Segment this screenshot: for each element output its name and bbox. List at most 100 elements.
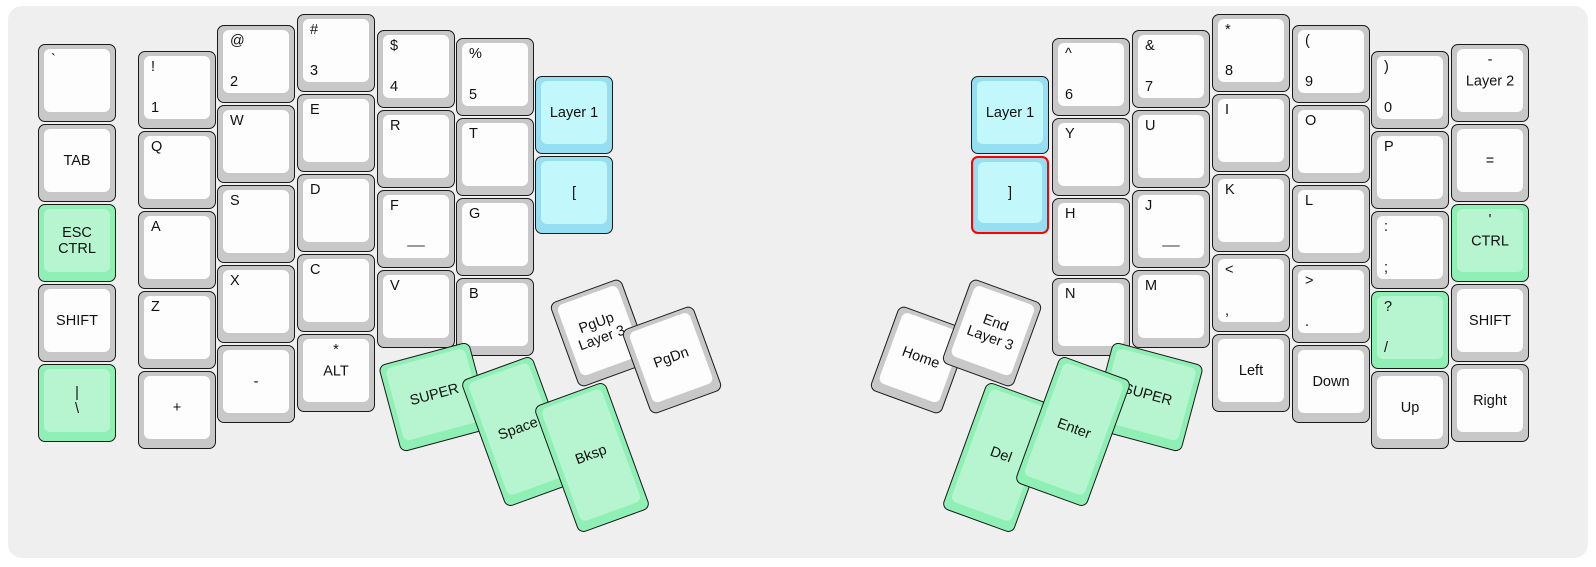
key-legend: W: [230, 113, 244, 129]
key-index-inner-y[interactable]: Y: [1052, 118, 1130, 196]
key-middle-alt[interactable]: *ALT: [297, 334, 375, 412]
key-pinky-outer-shift[interactable]: SHIFT: [1451, 284, 1529, 362]
key-index[interactable]: &7: [1132, 30, 1210, 108]
key-index-inner-g[interactable]: G: [456, 198, 534, 276]
key-pinky-q[interactable]: Q: [138, 131, 216, 209]
key-pinky-outer-esc-ctrl[interactable]: ESC CTRL: [38, 204, 116, 282]
key-ring[interactable]: >.: [1292, 265, 1370, 343]
key-middle[interactable]: #3: [297, 14, 375, 92]
key-thumb-bksp[interactable]: Bksp: [533, 381, 651, 534]
key-legend: 6: [1065, 86, 1074, 103]
key-ring[interactable]: -: [217, 345, 295, 423]
key-ring[interactable]: @2: [217, 25, 295, 103]
keycap-surface: Z: [144, 296, 210, 359]
key-legend: TAB: [63, 152, 91, 169]
key-legend: :: [1384, 219, 1389, 235]
key-legend: U: [1145, 118, 1156, 134]
key-inner-layer-1[interactable]: Layer 1: [971, 76, 1049, 154]
key-index[interactable]: $4: [377, 30, 455, 108]
key-index-u[interactable]: U: [1132, 110, 1210, 188]
key-legend: `: [51, 52, 56, 68]
key-pinky[interactable]: )0: [1371, 51, 1449, 129]
key-pinky-outer-ctrl[interactable]: 'CTRL: [1451, 204, 1529, 282]
key-pinky-outer-shift[interactable]: SHIFT: [38, 284, 116, 362]
key-legend: [: [571, 184, 577, 201]
keycap-surface: O: [1298, 110, 1364, 173]
key-pinky[interactable]: :;: [1371, 211, 1449, 289]
keycap-surface: =: [1457, 129, 1523, 192]
key-legend: 2: [230, 73, 239, 90]
keycap-surface: W: [223, 110, 289, 173]
key-thumb-end-layer-3[interactable]: End Layer 3: [940, 277, 1044, 389]
key-legend: ): [1384, 59, 1389, 75]
key-index-inner-h[interactable]: H: [1052, 198, 1130, 276]
key-inner-layer-1[interactable]: Layer 1: [535, 76, 613, 154]
key-ring[interactable]: (9: [1292, 25, 1370, 103]
key-index-f[interactable]: F: [377, 190, 455, 268]
key-ring-l[interactable]: L: [1292, 185, 1370, 263]
key-middle-left[interactable]: Left: [1212, 334, 1290, 412]
key-legend: Bksp: [573, 442, 609, 469]
key-legend: 1: [151, 99, 160, 116]
key-index-r[interactable]: R: [377, 110, 455, 188]
key-pinky[interactable]: +: [138, 371, 216, 449]
key-pinky[interactable]: !1: [138, 51, 216, 129]
key-pinky[interactable]: ?/: [1371, 291, 1449, 369]
key-pinky-p[interactable]: P: [1371, 131, 1449, 209]
key-legend: ?: [1384, 299, 1393, 315]
key-middle[interactable]: <,: [1212, 254, 1290, 332]
keycap-surface: End Layer 3: [949, 284, 1036, 377]
key-pinky-outer[interactable]: | \: [38, 364, 116, 442]
key-pinky-outer[interactable]: =: [1451, 124, 1529, 202]
key-legend: CTRL: [1471, 233, 1509, 250]
keycap-surface: :;: [1377, 216, 1443, 279]
key-legend: -: [253, 373, 259, 390]
key-legend: Layer 1: [549, 104, 599, 121]
key-index-inner[interactable]: ^6: [1052, 38, 1130, 116]
key-legend: #: [310, 22, 319, 38]
key-pinky-z[interactable]: Z: [138, 291, 216, 369]
key-index-inner-b[interactable]: B: [456, 278, 534, 356]
key-middle-d[interactable]: D: [297, 174, 375, 252]
key-legend: I: [1225, 102, 1230, 118]
key-inner[interactable]: ]: [971, 156, 1049, 234]
key-legend: $: [390, 38, 399, 54]
key-pinky-a[interactable]: A: [138, 211, 216, 289]
key-legend: C: [310, 262, 321, 278]
key-index-j[interactable]: J: [1132, 190, 1210, 268]
key-index-inner[interactable]: %5: [456, 38, 534, 116]
key-pinky-outer-right[interactable]: Right: [1451, 364, 1529, 442]
key-ring-w[interactable]: W: [217, 105, 295, 183]
key-pinky-outer-layer-2[interactable]: -Layer 2: [1451, 44, 1529, 122]
key-legend: H: [1065, 206, 1076, 222]
keycap-surface: TAB: [44, 129, 110, 192]
key-inner[interactable]: [: [535, 156, 613, 234]
keycap-surface: Q: [144, 136, 210, 199]
keycap-surface: P: [1377, 136, 1443, 199]
key-middle-i[interactable]: I: [1212, 94, 1290, 172]
key-legend: %: [469, 46, 482, 62]
key-middle-k[interactable]: K: [1212, 174, 1290, 252]
key-legend: K: [1225, 182, 1235, 198]
key-index-inner-t[interactable]: T: [456, 118, 534, 196]
key-middle-c[interactable]: C: [297, 254, 375, 332]
key-ring-o[interactable]: O: [1292, 105, 1370, 183]
keycap-surface: 'CTRL: [1457, 209, 1523, 272]
key-pinky-outer-tab[interactable]: TAB: [38, 124, 116, 202]
key-legend: .: [1305, 313, 1310, 330]
key-ring-down[interactable]: Down: [1292, 345, 1370, 423]
key-ring-x[interactable]: X: [217, 265, 295, 343]
key-middle-e[interactable]: E: [297, 94, 375, 172]
key-ring-s[interactable]: S: [217, 185, 295, 263]
key-index-m[interactable]: M: [1132, 270, 1210, 348]
key-pinky-outer-layer-2[interactable]: `: [38, 44, 116, 122]
key-legend: J: [1145, 198, 1153, 214]
key-pinky-up[interactable]: Up: [1371, 371, 1449, 449]
key-index-v[interactable]: V: [377, 270, 455, 348]
key-legend: Z: [151, 299, 160, 315]
keycap-surface: $4: [383, 35, 449, 98]
key-legend: G: [469, 206, 481, 222]
keycap-surface: *8: [1218, 19, 1284, 82]
keycap-surface: (9: [1298, 30, 1364, 93]
key-middle[interactable]: *8: [1212, 14, 1290, 92]
